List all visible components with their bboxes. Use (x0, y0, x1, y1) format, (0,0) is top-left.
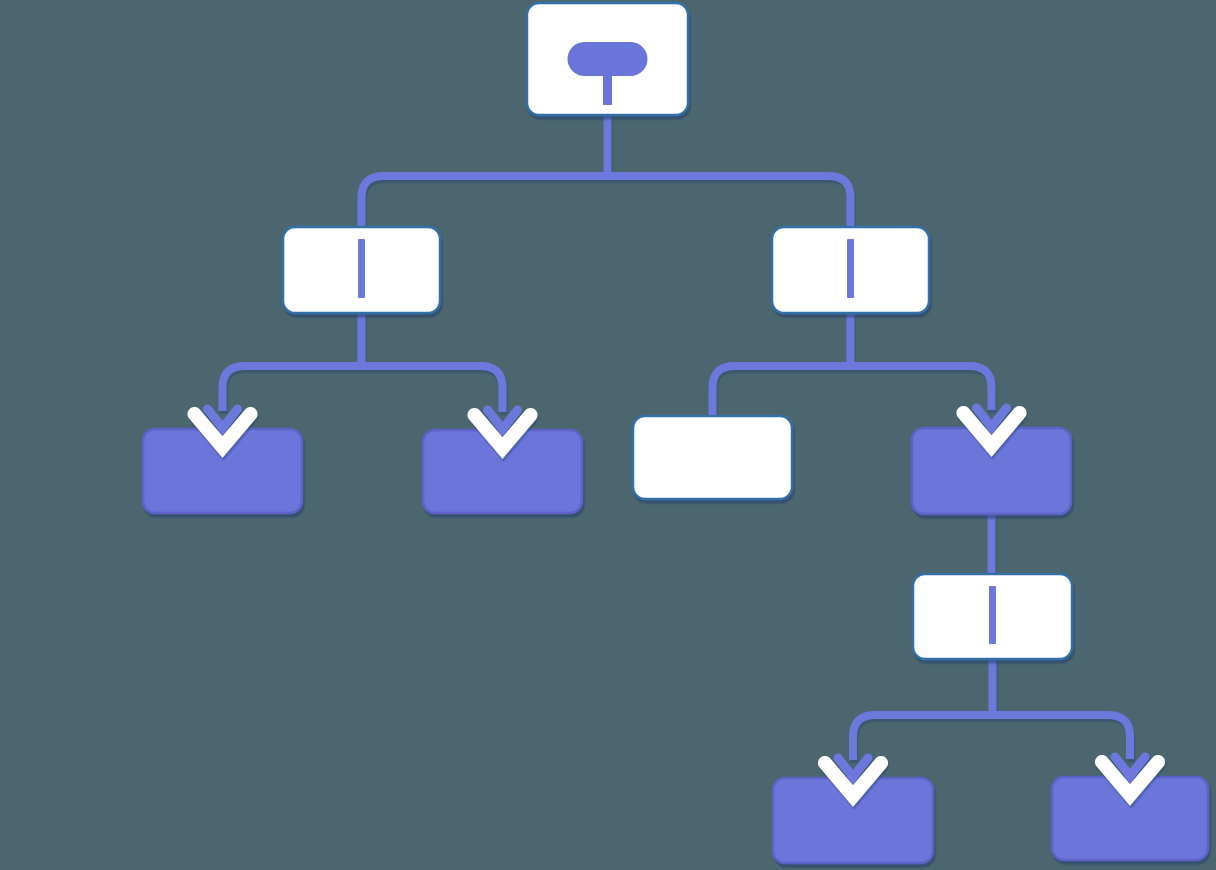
chevron-arrow-leaf-4-icon (1095, 752, 1165, 806)
chevron-white-stroke (956, 406, 1027, 457)
node-pass-bottom[interactable] (911, 572, 1074, 661)
chevron-purple-stroke (833, 753, 873, 785)
edge-right-bar (708, 362, 996, 416)
edge-level1-bar (357, 172, 855, 227)
chevron-purple-stroke (203, 404, 242, 436)
divider-glyph (358, 239, 365, 298)
connector-layer (218, 112, 1134, 760)
chevron-white-stroke (818, 756, 888, 807)
chevron-white-stroke (187, 407, 258, 458)
chevron-purple-stroke (483, 405, 522, 437)
node-pass-left[interactable] (281, 225, 442, 315)
node-pass-right[interactable] (770, 225, 931, 315)
chevron-purple-stroke (1110, 752, 1150, 784)
chevron-arrow-mid-right-icon (956, 403, 1027, 457)
arrow-layer (187, 403, 1165, 807)
root-pill-glyph (567, 42, 648, 76)
chevron-arrow-leaf-2-icon (467, 405, 538, 459)
chevron-purple-stroke (972, 403, 1011, 435)
chevron-arrow-leaf-3-icon (818, 753, 888, 807)
divider-glyph (847, 239, 854, 298)
node-layer (141, 1, 1210, 865)
node-root[interactable] (525, 1, 690, 117)
chevron-arrow-leaf-1-icon (187, 404, 258, 458)
edge-left-bar (218, 362, 507, 412)
edge-bottom-bar (849, 711, 1134, 760)
divider-glyph (989, 586, 996, 644)
white-node-rect[interactable] (631, 414, 794, 501)
node-white-leaf[interactable] (631, 414, 794, 501)
chevron-white-stroke (1095, 755, 1165, 806)
chevron-white-stroke (467, 408, 538, 459)
root-stem-glyph (603, 73, 612, 105)
